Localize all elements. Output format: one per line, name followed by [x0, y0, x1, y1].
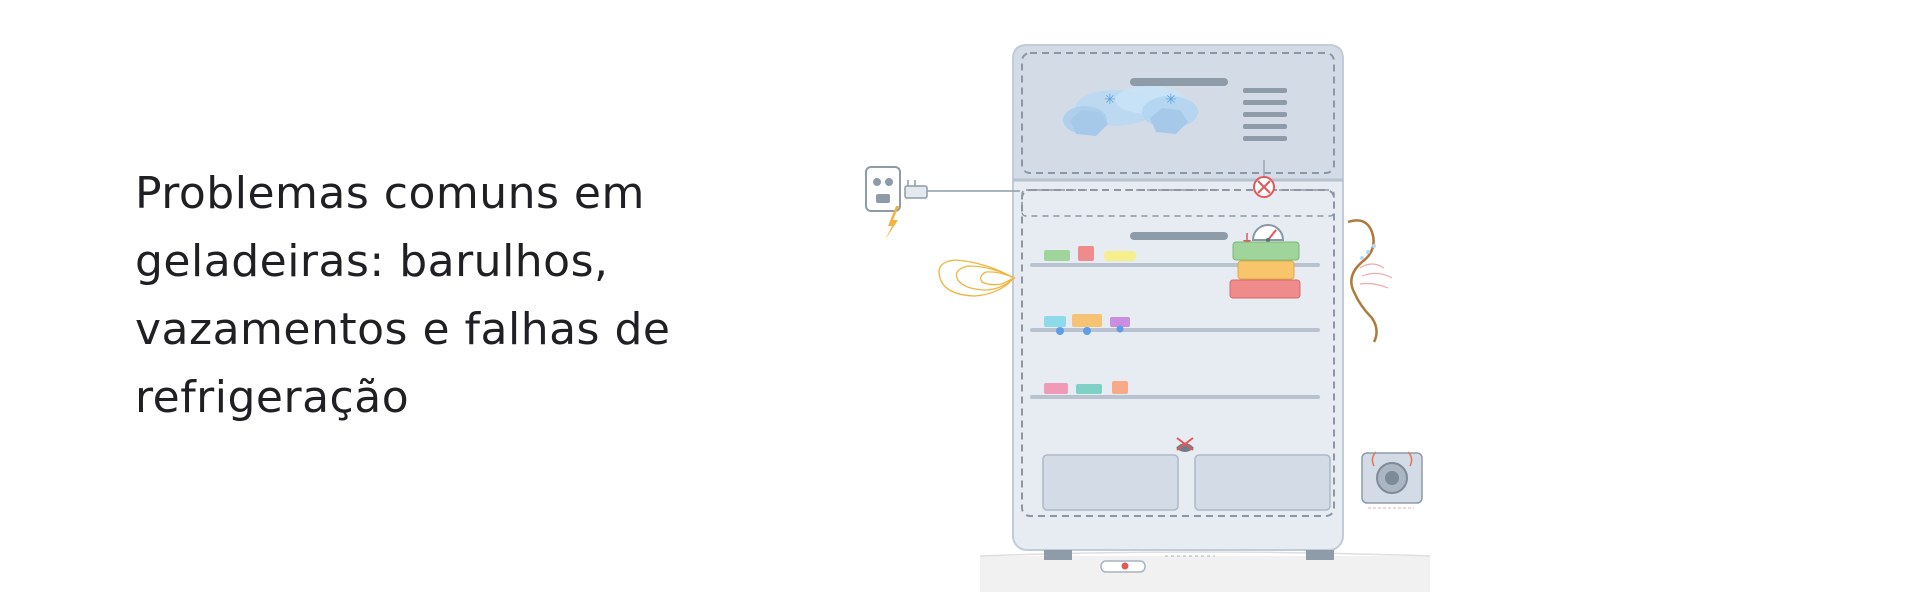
food-item — [1078, 246, 1094, 261]
warm-item — [1237, 260, 1295, 280]
freezer-dashed-outline — [1021, 52, 1335, 174]
food-item — [1044, 250, 1070, 261]
food-item — [1044, 383, 1068, 394]
warm-item — [1232, 241, 1300, 261]
error-icon — [1253, 176, 1275, 198]
fridge-dashed-outline — [1021, 189, 1335, 517]
heat-waves-icon — [938, 259, 1016, 297]
leak-drop-icon — [1056, 325, 1124, 335]
ice-buildup-icon: ✳ ✳ — [1063, 86, 1198, 136]
lightning-icon — [885, 206, 899, 240]
broken-seal-icon — [1176, 437, 1194, 452]
plug-icon — [904, 180, 1020, 199]
fridge-label-bar — [1130, 232, 1228, 240]
food-item — [1072, 314, 1102, 327]
floor — [980, 556, 1430, 592]
svg-text:✳: ✳ — [1165, 92, 1177, 108]
food-item — [1110, 317, 1130, 327]
fridge-foot-left — [1044, 550, 1072, 560]
freezer-label-bar — [1130, 78, 1228, 86]
refrigerator-illustration: ✳ ✳ — [865, 44, 1431, 592]
vent-icon — [1243, 88, 1287, 141]
warm-item — [1229, 279, 1301, 299]
food-item — [1112, 381, 1128, 394]
food-item — [1076, 384, 1102, 394]
headline: Problemas comuns em geladeiras: barulhos… — [135, 168, 671, 423]
compressor-icon — [1361, 451, 1423, 509]
fridge-foot-right — [1306, 550, 1334, 560]
crisper-drawer-left — [1042, 454, 1179, 511]
floor-edge — [979, 551, 1431, 557]
food-item — [1044, 316, 1066, 327]
outlet-icon — [865, 166, 901, 212]
noise-waves-icon — [1347, 219, 1393, 343]
top-seal-dashed — [1021, 189, 1335, 217]
crisper-drawer-right — [1194, 454, 1331, 511]
leveling-indicator-icon — [1100, 555, 1215, 573]
svg-text:✳: ✳ — [1104, 92, 1116, 108]
food-item — [1104, 251, 1136, 261]
